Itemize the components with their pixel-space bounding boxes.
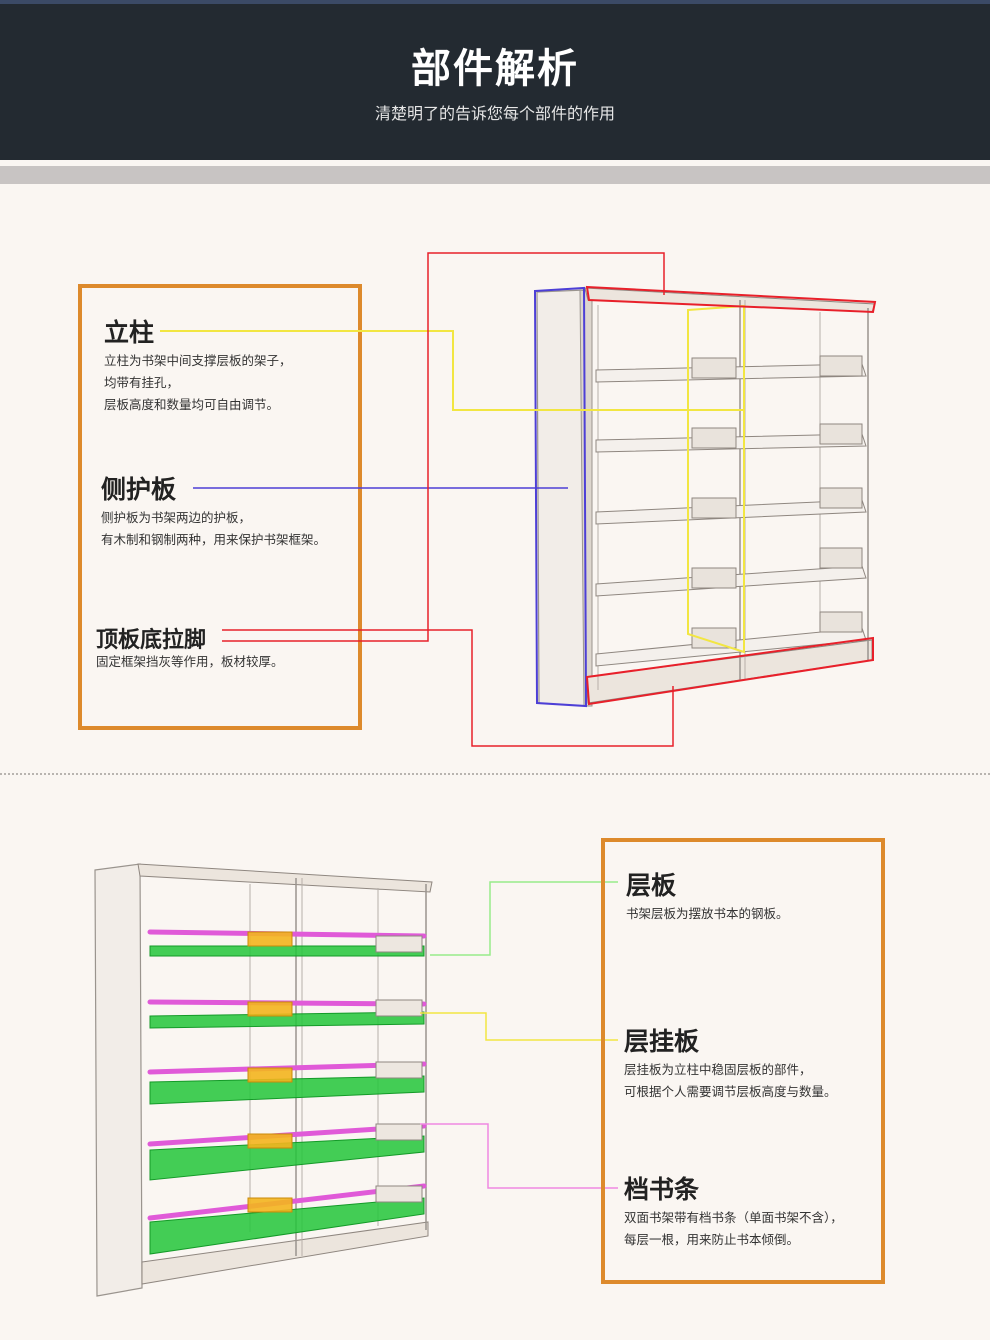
part-desc-side-panel: 侧护板为书架两边的护板， 有木制和钢制两种，用来保护书架框架。 [101, 507, 326, 551]
highlight-bottom-plinth [585, 636, 874, 706]
part-desc-line: 双面书架带有档书条（单面书架不含）， [624, 1210, 843, 1225]
s2-bottom-plinth [141, 1221, 429, 1285]
page-title: 部件解析 [411, 45, 579, 92]
part-desc-line: 书架层板为摆放书本的钢板。 [626, 906, 789, 921]
part-desc-line: 立柱为书架中间支撑层板的架子， [104, 353, 292, 368]
s2-bracket [375, 1061, 423, 1079]
callout-line-bottom [222, 629, 674, 747]
callout-line-top [222, 252, 665, 642]
s2-shelf [149, 1075, 425, 1105]
s2-side-panel-left [94, 863, 143, 1297]
shelf-bracket [691, 357, 737, 379]
bracket-group [691, 355, 863, 649]
s2-hanger-plate [247, 931, 293, 947]
part-desc-line: 层挂板为立柱中稳固层板的部件， [624, 1062, 812, 1077]
callout-line-hanger [420, 1012, 618, 1041]
part-desc-shelf: 书架层板为摆放书本的钢板。 [626, 903, 789, 925]
part-desc-strip: 双面书架带有档书条（单面书架不含）， 每层一根，用来防止书本倾倒。 [624, 1207, 843, 1251]
shelf-bracket [691, 497, 737, 519]
s2-bracket [375, 1185, 423, 1203]
part-desc-line: 每层一根，用来防止书本倾倒。 [624, 1232, 800, 1247]
section1-info-frame [78, 284, 362, 730]
part-desc-line: 固定框架挡灰等作用，板材较厚。 [96, 654, 284, 669]
s2-top-board [137, 863, 433, 893]
s2-bracket [375, 999, 423, 1017]
s2-shelf [149, 1011, 425, 1029]
callout-line-pillar [160, 330, 745, 411]
s2-shelf [149, 1197, 425, 1255]
part-desc-line: 有木制和钢制两种，用来保护书架框架。 [101, 532, 327, 547]
callout-line-strip [420, 1123, 618, 1189]
s2-bracket [375, 935, 423, 953]
s2-hanger-plate [247, 1133, 293, 1149]
page-subtitle: 清楚明了的告诉您每个部件的作用 [374, 104, 615, 123]
shelf-bracket [819, 487, 863, 509]
s2-shelf [149, 945, 425, 957]
part-title-shelf: 层板 [626, 871, 677, 900]
part-desc-line: 均带有挂孔， [104, 375, 180, 390]
part-title-top-bottom: 顶板底拉脚 [96, 628, 207, 653]
shelf-bracket [691, 427, 737, 449]
s2-hanger-plate [247, 1067, 293, 1083]
part-desc-pillar: 立柱为书架中间支撑层板的架子， 均带有挂孔， 层板高度和数量均可自由调节。 [104, 350, 292, 416]
s2-hanger-group [247, 931, 293, 1213]
s2-bracket [375, 1123, 423, 1141]
highlight-side-panel [533, 286, 588, 708]
highlight-top-board [585, 285, 877, 314]
part-desc-top-bottom: 固定框架挡灰等作用，板材较厚。 [96, 651, 284, 673]
shelf-bracket [691, 567, 737, 589]
shelf-bracket [819, 355, 863, 377]
part-desc-hanger: 层挂板为立柱中稳固层板的部件， 可根据个人需要调节层板高度与数量。 [624, 1059, 837, 1103]
header-separator-bar [0, 166, 990, 184]
section2-info-frame [601, 838, 885, 1284]
side-panel-left [536, 289, 587, 707]
callout-line-shelf [430, 881, 618, 956]
s2-hanger-plate [247, 1001, 293, 1017]
part-title-pillar: 立柱 [104, 318, 155, 347]
header-top-stripe [0, 0, 990, 4]
s2-shelf [149, 1135, 425, 1181]
highlight-pillar [687, 304, 745, 654]
section-divider [0, 773, 990, 775]
part-title-side-panel: 侧护板 [101, 475, 177, 504]
part-desc-line: 层板高度和数量均可自由调节。 [104, 397, 280, 412]
part-title-strip: 档书条 [624, 1175, 700, 1204]
shelf-bracket [691, 627, 737, 649]
s2-hanger-plate [247, 1197, 293, 1213]
shelf-bracket [819, 547, 863, 569]
part-desc-line: 侧护板为书架两边的护板， [101, 510, 252, 525]
shelf-bracket [819, 611, 863, 633]
s2-shelf-group [149, 945, 425, 1255]
header-banner: 部件解析 清楚明了的告诉您每个部件的作用 [0, 0, 990, 160]
part-desc-line: 可根据个人需要调节层板高度与数量。 [624, 1084, 837, 1099]
part-title-hanger: 层挂板 [624, 1027, 700, 1056]
shelf-bracket [819, 423, 863, 445]
s2-bracket-group [375, 935, 423, 1203]
